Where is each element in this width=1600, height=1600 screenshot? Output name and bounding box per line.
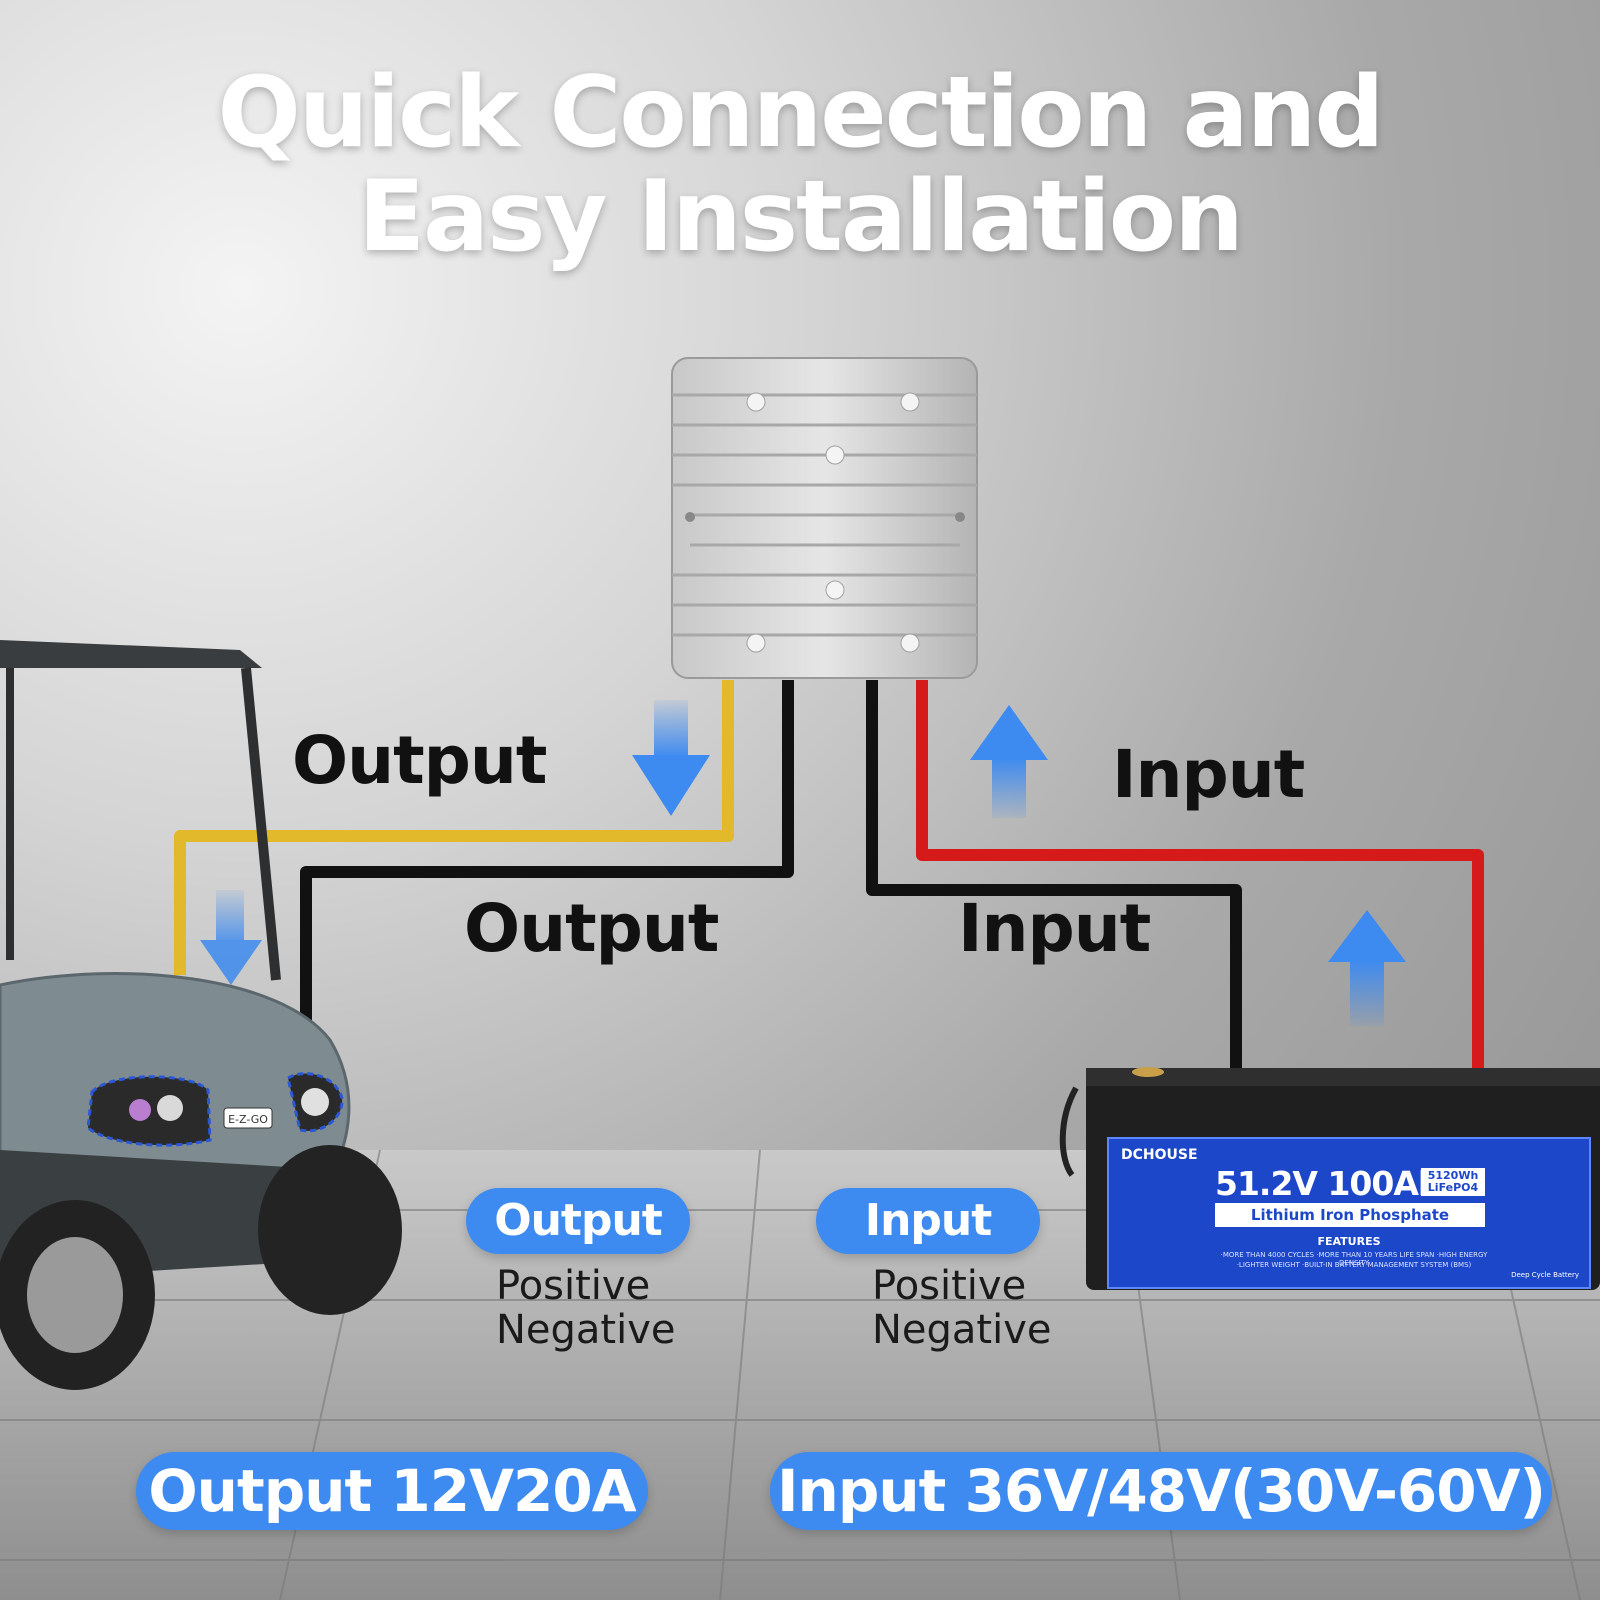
golf-cart: E-Z-GO [0, 640, 402, 1390]
output-legend-positive: Positive [496, 1263, 651, 1309]
output-positive-label: Output [292, 722, 547, 799]
output-negative-wire [300, 680, 794, 1045]
output-legend-negative: Negative [496, 1307, 676, 1353]
output-positive-wire [174, 680, 734, 975]
output-negative-label: Output [464, 890, 719, 967]
battery-type: LiFePO4 [1427, 1181, 1479, 1194]
battery-features-line-2: ·LIGHTER WEIGHT ·BUILT-IN BATTERY MANAGE… [1236, 1261, 1472, 1269]
battery-features-line-1: ·MORE THAN 4000 CYCLES ·MORE THAN 10 YEA… [1220, 1251, 1488, 1267]
input-legend-negative: Negative [872, 1307, 1052, 1353]
output-legend-pill: Output [466, 1188, 690, 1254]
arrow-up-icon [1328, 910, 1406, 1026]
input-spec-pill: Input 36V/48V(30V-60V) [770, 1452, 1552, 1530]
input-negative-label: Input [958, 890, 1151, 967]
cart-badge: E-Z-GO [228, 1113, 268, 1126]
headline-line-1: Quick Connection and [217, 56, 1384, 170]
battery-energy: 5120Wh [1427, 1169, 1479, 1182]
battery-footer: Deep Cycle Battery [1511, 1271, 1579, 1279]
arrow-down-icon [200, 890, 262, 985]
headline-line-2: Easy Installation [358, 160, 1244, 274]
input-positive-label: Input [1112, 736, 1305, 813]
battery-features-title: FEATURES [1317, 1235, 1381, 1248]
input-positive-wire [916, 680, 1484, 1072]
output-spec-pill: Output 12V20A [136, 1452, 648, 1530]
battery-brand: DCHOUSE [1121, 1147, 1198, 1163]
battery-chemistry: Lithium Iron Phosphate [1215, 1203, 1485, 1227]
wiring [174, 680, 1484, 1072]
input-legend-pill: Input [816, 1188, 1040, 1254]
arrow-down-icon [632, 700, 710, 816]
battery-rating: 51.2V 100Ah [1215, 1164, 1441, 1203]
input-negative-wire [866, 680, 1242, 1072]
input-legend-positive: Positive [872, 1263, 1027, 1309]
battery-label-panel: DCHOUSE 51.2V 100Ah 5120Wh LiFePO4 Lithi… [1107, 1137, 1591, 1289]
dc-converter [671, 357, 978, 679]
battery-badge: 5120Wh LiFePO4 [1421, 1168, 1485, 1196]
arrow-up-icon [970, 705, 1048, 818]
